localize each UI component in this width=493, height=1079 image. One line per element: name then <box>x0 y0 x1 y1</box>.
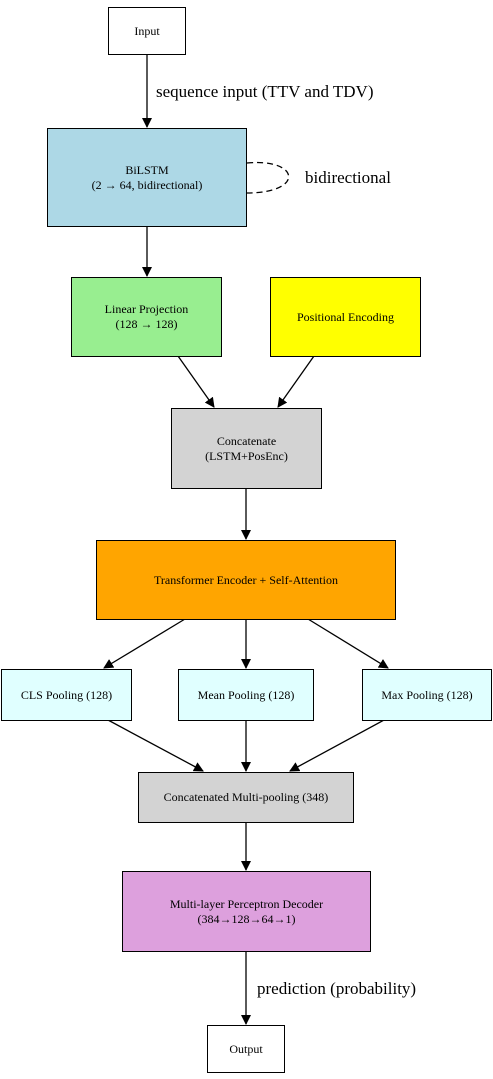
bidirectional-label: bidirectional <box>305 168 391 187</box>
linear-projection-title: Linear Projection <box>104 302 189 316</box>
edge-max-multipool <box>289 719 385 772</box>
bilstm-node: BiLSTM (2 → 64, bidirectional) <box>47 128 247 227</box>
mlp-decoder-node: Multi-layer Perceptron Decoder (384→128→… <box>122 871 371 952</box>
transformer-node: Transformer Encoder + Self-Attention <box>96 540 396 620</box>
positional-encoding-node: Positional Encoding <box>270 277 421 357</box>
edge-posenc-concat <box>277 355 315 408</box>
mlp-decoder-title: Multi-layer Perceptron Decoder <box>169 896 324 911</box>
bilstm-node-detail: (2 → 64, bidirectional) <box>91 177 203 192</box>
input-node: Input <box>108 7 186 55</box>
linear-projection-node: Linear Projection (128 → 128) <box>71 277 222 357</box>
mean-pooling-title: Mean Pooling (128) <box>197 687 295 702</box>
transformer-title: Transformer Encoder + Self-Attention <box>154 572 338 587</box>
concatenate-node: Concatenate (LSTM+PosEnc) <box>171 408 322 489</box>
concatenate-title: Concatenate <box>216 433 277 448</box>
cls-pooling-title: CLS Pooling (128) <box>20 687 113 702</box>
concatenate-detail: (LSTM+PosEnc) <box>205 448 288 463</box>
edge-transformer-max <box>307 618 389 669</box>
prediction-label: prediction (probability) <box>257 979 417 998</box>
linear-projection-detail: (128 → 128) <box>115 317 178 331</box>
positional-encoding-title: Positional Encoding <box>297 309 394 324</box>
edge-bilstm-self-loop <box>246 161 290 194</box>
output-node-label: Output <box>229 1041 263 1056</box>
cls-pooling-node: CLS Pooling (128) <box>1 669 132 721</box>
sequence-input-label: sequence input (TTV and TDV) <box>156 82 374 101</box>
edge-cls-multipool <box>107 719 204 772</box>
mean-pooling-node: Mean Pooling (128) <box>178 669 314 721</box>
edge-transformer-cls <box>103 618 186 669</box>
edge-linear-concat <box>177 355 215 408</box>
bilstm-node-title: BiLSTM <box>125 162 169 177</box>
mlp-decoder-detail: (384→128→64→1) <box>197 911 296 926</box>
multipooling-node: Concatenated Multi-pooling (348) <box>138 772 354 823</box>
multipooling-title: Concatenated Multi-pooling (348) <box>163 790 329 804</box>
max-pooling-node: Max Pooling (128) <box>362 669 492 721</box>
output-node: Output <box>207 1025 285 1073</box>
max-pooling-title: Max Pooling (128) <box>381 687 473 702</box>
input-node-label: Input <box>134 23 160 38</box>
